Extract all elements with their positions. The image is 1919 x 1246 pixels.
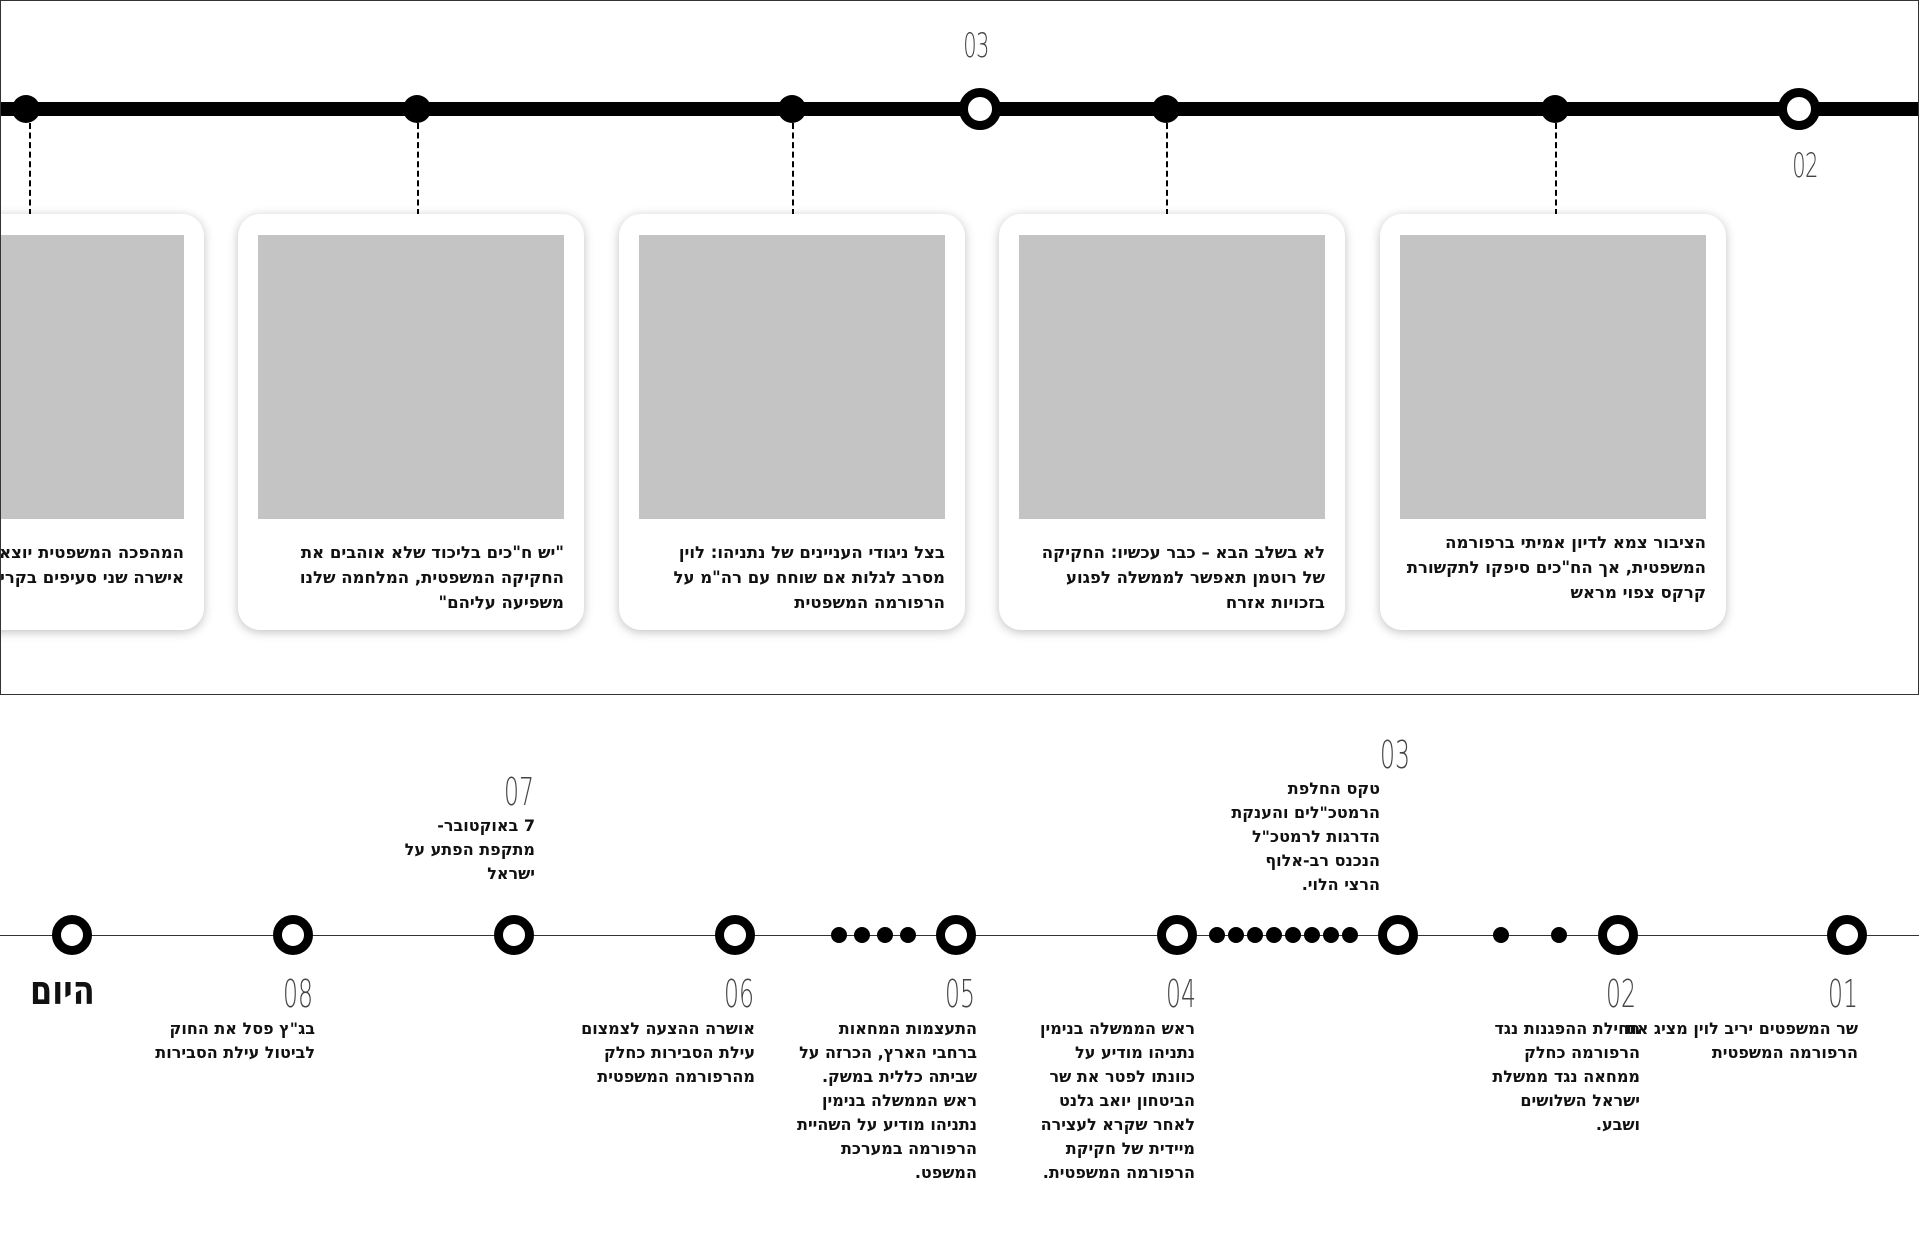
- card-headline: "יש ח"כים בליכוד שלא אוהבים את החקיקה המ…: [299, 543, 564, 612]
- milestone-ring-03[interactable]: [959, 88, 1001, 130]
- timeline-node[interactable]: [12, 95, 40, 123]
- spacer-dot: [1285, 927, 1301, 943]
- event-number: 04: [1166, 972, 1196, 1016]
- timeline-node[interactable]: [403, 95, 431, 123]
- news-card[interactable]: המהפכה המשפטית יוצאת לדרך: החוקה אישרה ש…: [0, 214, 204, 630]
- connector-line: [29, 123, 31, 215]
- spacer-dot: [831, 927, 847, 943]
- event-number: 08: [283, 972, 313, 1016]
- spacer-dot: [900, 927, 916, 943]
- card-headline: בצל ניגודי העניינים של נתניהו: לוין מסרב…: [673, 543, 946, 612]
- milestone-label-03: 03: [963, 26, 989, 66]
- news-card[interactable]: "יש ח"כים בליכוד שלא אוהבים את החקיקה המ…: [238, 214, 584, 630]
- event-ring-04[interactable]: [1157, 915, 1197, 955]
- event-ring-08[interactable]: [273, 915, 313, 955]
- event-number: 05: [945, 972, 975, 1016]
- event-description: אושרה ההצעה לצמצום עילת הסבירות כחלק מהר…: [581, 1019, 755, 1086]
- spacer-dot: [1323, 927, 1339, 943]
- spacer-dot: [1304, 927, 1320, 943]
- event-description: ראש הממשלה בנימין נתניהו מודיע על כוונתו…: [1039, 1019, 1195, 1182]
- spacer-dot: [1493, 927, 1509, 943]
- news-card[interactable]: הציבור צמא לדיון אמיתי ברפורמה המשפטית, …: [1380, 214, 1726, 630]
- event-description: שר המשפטים יריב לוין מציג את הרפורמה המש…: [1625, 1019, 1858, 1062]
- event-number: 02: [1606, 972, 1636, 1016]
- milestone-ring-02[interactable]: [1778, 88, 1820, 130]
- milestone-label-02: 02: [1792, 146, 1818, 186]
- event-ring-today[interactable]: [52, 915, 92, 955]
- event-ring-07[interactable]: [494, 915, 534, 955]
- card-headline: המהפכה המשפטית יוצאת לדרך: החוקה אישרה ש…: [0, 543, 184, 587]
- connector-line: [792, 123, 794, 215]
- spacer-dot: [1247, 927, 1263, 943]
- card-image-placeholder: [1019, 235, 1325, 519]
- event-ring-02[interactable]: [1598, 915, 1638, 955]
- event-ring-05[interactable]: [936, 915, 976, 955]
- card-headline: הציבור צמא לדיון אמיתי ברפורמה המשפטית, …: [1406, 533, 1706, 602]
- spacer-dot: [1551, 927, 1567, 943]
- event-description: התעצמות המחאות ברחבי הארץ, הכרזה על שבית…: [797, 1019, 977, 1182]
- card-image-placeholder: [1, 235, 184, 519]
- event-ring-03[interactable]: [1378, 915, 1418, 955]
- spacer-dot: [1209, 927, 1225, 943]
- connector-line: [1555, 123, 1557, 215]
- spacer-dot: [1266, 927, 1282, 943]
- spacer-dot: [1228, 927, 1244, 943]
- timeline-node[interactable]: [1541, 95, 1569, 123]
- event-number: 03: [1380, 733, 1410, 777]
- spacer-dot: [854, 927, 870, 943]
- card-headline: לא בשלב הבא – כבר עכשיו: החקיקה של רוטמן…: [1041, 543, 1325, 612]
- card-image-placeholder: [1400, 235, 1706, 519]
- connector-line: [1166, 123, 1168, 215]
- event-description: 7 באוקטובר- מתקפת הפתע על ישראל: [404, 816, 535, 883]
- event-ring-01[interactable]: [1827, 915, 1867, 955]
- event-ring-06[interactable]: [715, 915, 755, 955]
- spacer-dot: [1342, 927, 1358, 943]
- event-number: 01: [1828, 972, 1858, 1016]
- card-image-placeholder: [639, 235, 945, 519]
- news-card[interactable]: לא בשלב הבא – כבר עכשיו: החקיקה של רוטמן…: [999, 214, 1345, 630]
- event-description: טקס החלפת הרמטכ"לים והענקת הדרגות לרמטכ"…: [1231, 779, 1380, 894]
- card-image-placeholder: [258, 235, 564, 519]
- timeline-node[interactable]: [778, 95, 806, 123]
- event-description: בג"ץ פסל את החוק לביטול עילת הסבירות: [155, 1019, 315, 1062]
- timeline-node[interactable]: [1152, 95, 1180, 123]
- top-timeline-panel: 03 02 הציבור צמא לדיון אמיתי ברפורמה המש…: [0, 0, 1919, 695]
- spacer-dot: [877, 927, 893, 943]
- event-number: 07: [504, 770, 534, 814]
- connector-line: [417, 123, 419, 215]
- today-label: היום: [30, 968, 95, 1014]
- news-card[interactable]: בצל ניגודי העניינים של נתניהו: לוין מסרב…: [619, 214, 965, 630]
- event-description: תחילת ההפגנות נגד הרפורמה כחלק ממחאה נגד…: [1492, 1019, 1640, 1134]
- event-number: 06: [724, 972, 754, 1016]
